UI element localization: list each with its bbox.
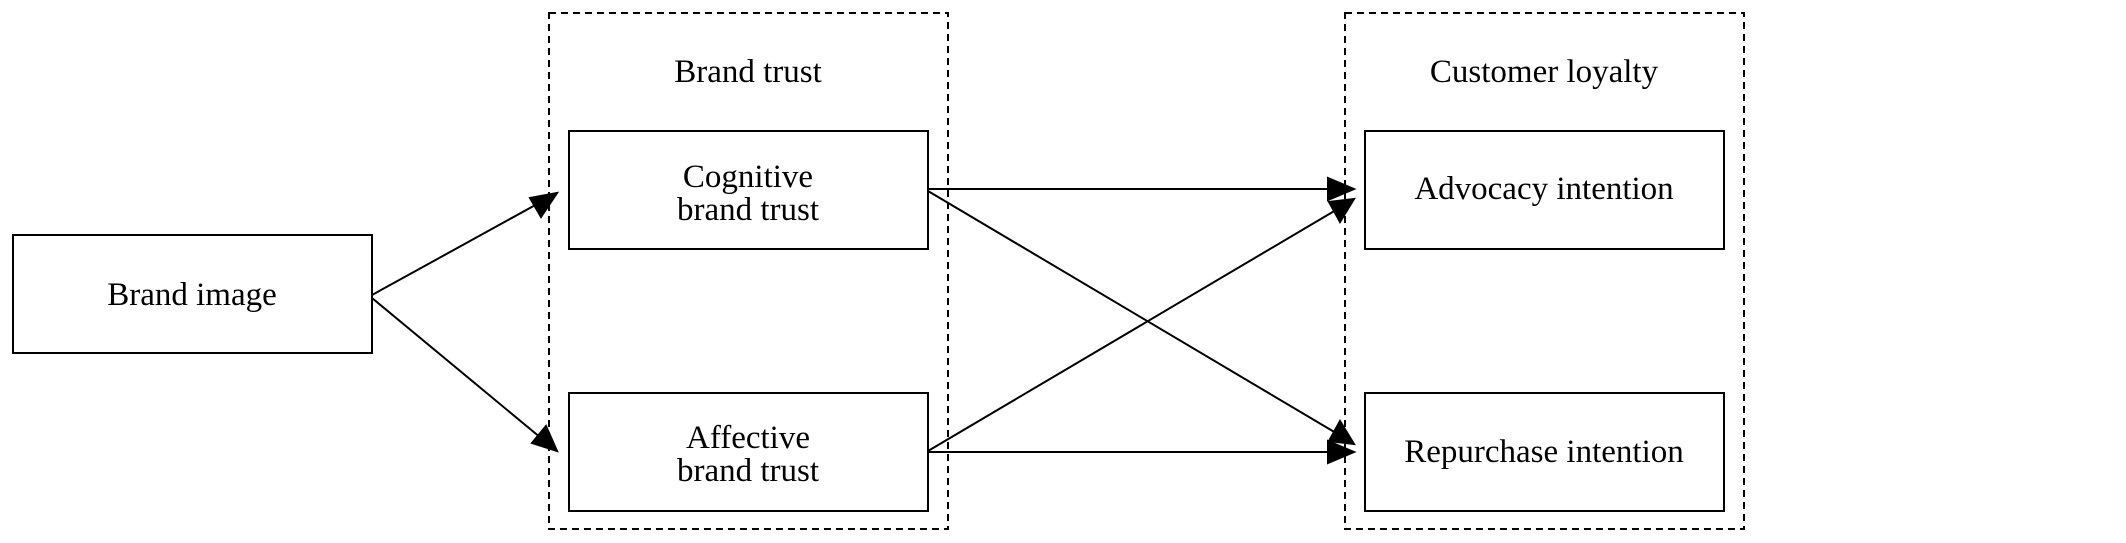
edge-brand-image-to-cognitive	[371, 202, 540, 296]
edge-cognitive-to-repurchase	[927, 190, 1337, 434]
edge-affective-to-advocacy	[927, 209, 1337, 452]
node-advocacy-label: Advocacy intention	[1414, 171, 1673, 207]
cluster-customer-loyalty: Customer loyalty	[1344, 12, 1745, 530]
cluster-customer-loyalty-border	[1344, 12, 1745, 530]
node-cognitive-label-line1: Cognitive	[683, 159, 813, 195]
node-advocacy-intention: Advocacy intention	[1364, 130, 1725, 250]
cluster-brand-trust: Brand trust	[548, 12, 949, 530]
arrowhead-advocacy-from-cognitive	[1327, 176, 1357, 202]
node-cognitive-box	[568, 130, 929, 250]
node-brand-image-label: Brand image	[107, 277, 277, 313]
edge-brand-image-to-affective	[371, 297, 542, 439]
node-advocacy-box	[1364, 130, 1725, 250]
node-cognitive-label-line2: brand trust	[677, 192, 819, 228]
cluster-brand-trust-title: Brand trust	[674, 54, 822, 90]
node-repurchase-box	[1364, 392, 1725, 512]
cluster-brand-trust-border	[548, 12, 949, 530]
edges	[371, 176, 1357, 465]
node-brand-image: Brand image	[12, 234, 373, 354]
node-affective-label-line1: Affective	[686, 420, 810, 456]
node-repurchase-label: Repurchase intention	[1404, 434, 1684, 470]
arrowhead-advocacy-from-affective	[1327, 197, 1356, 224]
arrowhead-repurchase-from-cognitive	[1327, 419, 1356, 446]
node-affective-label-line2: brand trust	[677, 453, 819, 489]
node-affective-box	[568, 392, 929, 512]
node-brand-image-box	[12, 234, 373, 354]
arrowhead-repurchase-from-affective	[1327, 439, 1357, 465]
arrowhead-cognitive-from-brand-image	[528, 191, 560, 219]
node-affective-brand-trust: Affective brand trust	[568, 392, 929, 512]
cluster-customer-loyalty-title: Customer loyalty	[1430, 54, 1659, 90]
node-cognitive-brand-trust: Cognitive brand trust	[568, 130, 929, 250]
node-repurchase-intention: Repurchase intention	[1364, 392, 1725, 512]
arrowhead-affective-from-brand-image	[530, 424, 559, 453]
